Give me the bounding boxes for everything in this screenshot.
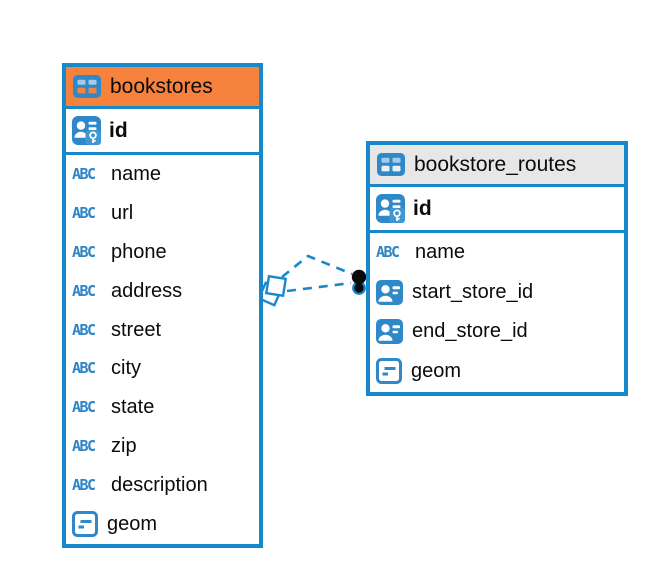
foreign-key-icon (376, 319, 403, 345)
column-name: id (109, 118, 128, 142)
column-row-start-store-id[interactable]: start_store_id (370, 273, 624, 313)
text-type-icon: ABC (72, 476, 96, 495)
text-type-icon: ABC (72, 359, 96, 378)
column-name: id (413, 196, 432, 220)
table-icon (377, 153, 405, 176)
foreign-key-icon (376, 279, 403, 305)
column-name: url (111, 201, 134, 224)
column-row-street[interactable]: ABC street (66, 311, 259, 350)
column-row-id[interactable]: id (66, 109, 259, 155)
column-row-name[interactable]: ABC name (66, 155, 259, 194)
column-name: street (111, 318, 162, 341)
table-title: bookstore_routes (414, 152, 577, 176)
text-type-icon: ABC (376, 243, 400, 262)
column-row-name[interactable]: ABC name (370, 233, 624, 273)
primary-key-icon (72, 116, 101, 145)
text-type-icon: ABC (72, 437, 96, 456)
column-row-state[interactable]: ABC state (66, 388, 259, 427)
column-row-id[interactable]: id (370, 187, 624, 233)
column-name: start_store_id (412, 280, 534, 303)
text-type-icon: ABC (72, 320, 96, 339)
column-row-phone[interactable]: ABC phone (66, 233, 259, 272)
relationship-line-lower[interactable] (286, 281, 352, 293)
column-name: geom (411, 359, 462, 382)
geometry-type-icon (72, 511, 98, 538)
table-bookstore-routes-header[interactable]: bookstore_routes (370, 145, 624, 187)
column-row-address[interactable]: ABC address (66, 272, 259, 311)
column-name: name (415, 241, 466, 264)
one-end-marker-icon[interactable] (351, 269, 367, 295)
column-list: ABC name ABC url ABC phone ABC address A… (66, 155, 259, 544)
table-bookstores-header[interactable]: bookstores (66, 67, 259, 109)
table-bookstores[interactable]: bookstores id ABC (62, 63, 263, 548)
text-type-icon: ABC (72, 203, 96, 222)
column-name: city (111, 357, 141, 380)
column-name: name (111, 162, 162, 185)
column-row-description[interactable]: ABC description (66, 466, 259, 505)
table-icon (73, 75, 101, 98)
column-name: state (111, 396, 155, 419)
column-row-end-store-id[interactable]: end_store_id (370, 312, 624, 352)
column-name: end_store_id (412, 320, 528, 343)
geometry-type-icon (376, 358, 402, 385)
column-row-url[interactable]: ABC url (66, 194, 259, 233)
column-row-zip[interactable]: ABC zip (66, 427, 259, 466)
column-name: description (111, 474, 208, 497)
column-name: phone (111, 240, 167, 263)
column-row-city[interactable]: ABC city (66, 349, 259, 388)
text-type-icon: ABC (72, 398, 96, 417)
text-type-icon: ABC (72, 242, 96, 261)
column-row-geom[interactable]: geom (370, 352, 624, 392)
table-title: bookstores (110, 74, 213, 98)
column-name: zip (111, 435, 137, 458)
relationship-line-upper[interactable] (281, 254, 353, 279)
text-type-icon: ABC (72, 164, 96, 183)
column-list: ABC name start_store_id (370, 233, 624, 391)
relationship-line[interactable] (257, 254, 367, 307)
table-bookstore-routes[interactable]: bookstore_routes id ABC (366, 141, 628, 396)
column-name: geom (107, 512, 158, 535)
column-name: address (111, 279, 183, 302)
text-type-icon: ABC (72, 281, 96, 300)
column-row-geom[interactable]: geom (66, 505, 259, 544)
primary-key-icon (376, 194, 405, 223)
